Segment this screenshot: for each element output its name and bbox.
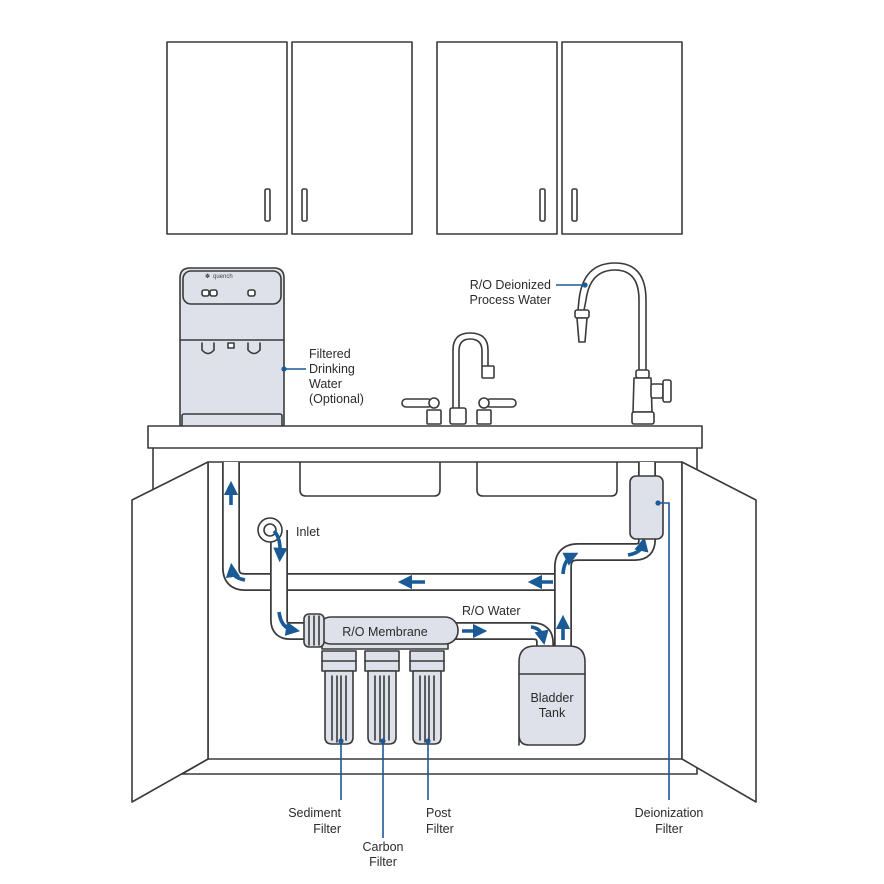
sink-faucet (401, 332, 517, 425)
cabinet-door (436, 41, 558, 235)
brand-logo-icon: ✽ (205, 273, 210, 280)
upper-cabinets (166, 41, 683, 235)
ro-membrane-label: R/O Membrane (342, 625, 427, 639)
post-filter (409, 650, 445, 745)
flow-arrows (223, 480, 649, 646)
sediment-filter-label: Sediment (288, 806, 341, 820)
post-filter-label: Post (426, 806, 452, 820)
sediment-filter (321, 650, 357, 745)
deionization-cartridge (629, 475, 664, 540)
dispenser-button (209, 289, 218, 297)
flow-arrow (225, 562, 246, 582)
ro-deionized-process-water-label: R/O Deionized (470, 278, 551, 292)
filtered-drinking-water-label: (Optional) (309, 392, 364, 406)
cabinet-floor (181, 758, 698, 775)
inlet-label: Inlet (296, 525, 320, 539)
right-cabinet-door (681, 461, 757, 803)
filter-housings (321, 650, 445, 745)
sediment-filter-label: Filter (313, 822, 341, 836)
flow-arrow (561, 552, 579, 575)
carbon-filter (364, 650, 400, 745)
brand-logo: quench (213, 274, 233, 280)
cabinet-handle (571, 188, 578, 222)
dispenser-button (247, 289, 256, 297)
ro-deionized-process-water-label: Process Water (469, 293, 551, 307)
filtered-drinking-water-label: Filtered (309, 347, 351, 361)
sink-basin (299, 461, 441, 497)
post-filter-label: Filter (426, 822, 454, 836)
cabinet-handle (539, 188, 546, 222)
carbon-filter-label: Carbon (363, 840, 404, 854)
lab-faucet (574, 262, 672, 425)
cabinet-handle (264, 188, 271, 222)
dispenser-button (201, 289, 210, 297)
carbon-filter-label: Filter (369, 855, 397, 869)
bladder-tank-label: Tank (539, 706, 566, 720)
flow-arrow (277, 611, 301, 636)
flow-arrow (627, 536, 649, 557)
deionization-filter-label: Deionization (635, 806, 704, 820)
callouts (281, 282, 670, 838)
cabinet-door (291, 41, 413, 235)
filtered-drinking-water-label: Water (309, 377, 342, 391)
flow-arrow (530, 625, 549, 646)
bladder-tank-label: Bladder (530, 691, 573, 705)
filtered-drinking-water-label: Drinking (309, 362, 355, 376)
flow-arrow (272, 529, 288, 563)
cabinet-door (561, 41, 683, 235)
ro-water-label: R/O Water (462, 604, 521, 618)
water-dispenser: quench ✽ (179, 267, 285, 430)
dispenser-spout (247, 342, 261, 355)
dispenser-spout (201, 342, 215, 355)
bladder-tank: Bladder Tank (518, 645, 586, 746)
left-cabinet-door (131, 461, 209, 803)
countertop (147, 425, 703, 449)
deionization-filter-label: Filter (655, 822, 683, 836)
sink-basin (476, 461, 618, 497)
cabinet-handle (301, 188, 308, 222)
ro-membrane: R/O Membrane (303, 613, 459, 650)
